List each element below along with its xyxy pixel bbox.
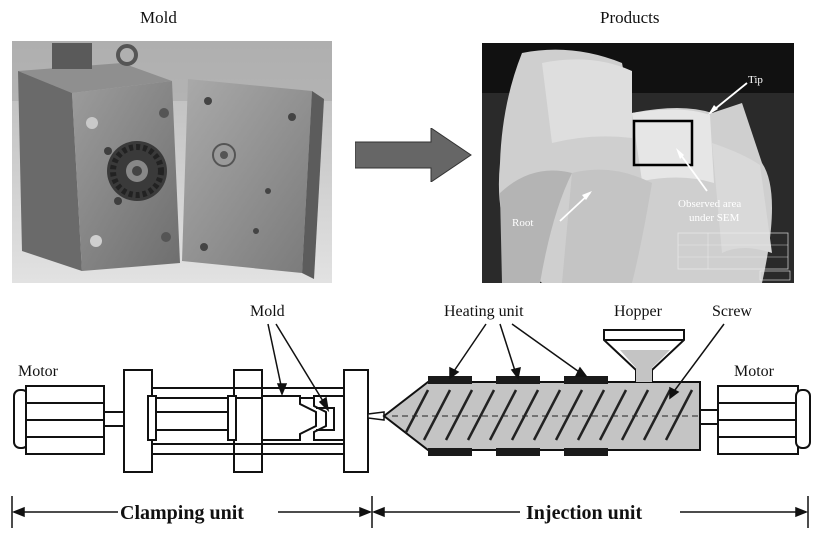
injection-machine-diagram: Mold Heating unit Hopper Screw Motor Mot…	[11, 303, 811, 528]
heating-bands	[428, 376, 608, 456]
observed-area-label: Observed area	[678, 198, 741, 210]
mold-label: Mold	[250, 303, 285, 320]
mold-photo-caption: Mold	[140, 8, 177, 27]
process-arrow	[355, 128, 472, 182]
clamping-unit-label: Clamping unit	[120, 502, 244, 524]
screw-label: Screw	[712, 303, 752, 320]
observed-area-label-2: under SEM	[689, 212, 740, 224]
hopper-label: Hopper	[614, 303, 663, 320]
observed-area-box	[632, 119, 694, 167]
left-motor	[13, 385, 127, 455]
mold-photo	[12, 41, 332, 283]
right-motor	[699, 385, 811, 455]
root-label: Root	[512, 217, 533, 229]
mold-half-left	[261, 395, 317, 441]
clamping-unit	[123, 369, 369, 473]
motor-right-label: Motor	[734, 363, 775, 380]
injection-unit-label: Injection unit	[526, 502, 642, 524]
hopper	[603, 329, 685, 383]
barrel	[382, 381, 701, 451]
tip-label: Tip	[748, 74, 763, 86]
mold-half-right	[313, 395, 345, 441]
products-photo-caption: Products	[600, 8, 660, 27]
motor-left-label: Motor	[18, 363, 59, 380]
heating-unit-label: Heating unit	[444, 303, 524, 320]
product-photo: Tip Root Observed area under SEM	[482, 43, 794, 283]
